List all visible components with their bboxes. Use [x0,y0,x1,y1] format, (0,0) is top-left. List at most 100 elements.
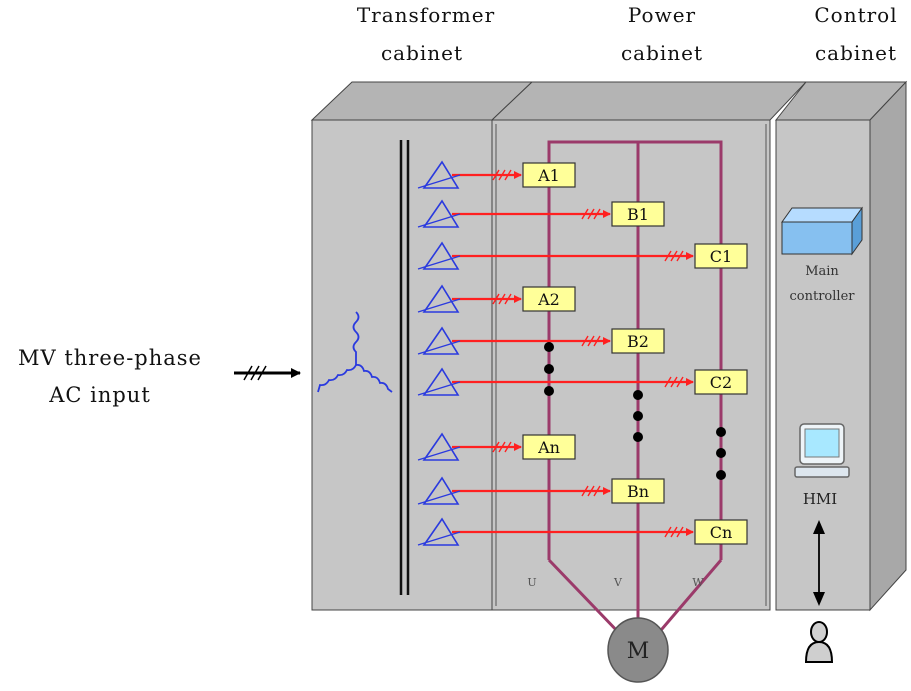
feed-line-phase-mark [498,441,506,453]
feed-line-phase-mark [670,526,678,538]
ellipsis-dot [544,342,554,352]
cell-feed-lines [452,169,694,538]
primary-star-winding [317,311,393,393]
user-icon [804,621,834,663]
delta-winding-icon [422,241,460,270]
feed-line-phase-mark [664,526,672,538]
power-cabinet-title-line1: Power [628,3,696,27]
control-cabinet-title-line2: cabinet [815,41,897,65]
main-controller-label-line2: controller [790,289,856,304]
main-controller-label-line1: Main [805,264,839,279]
feed-line-phase-mark [581,335,589,347]
power-cell-box [611,328,665,354]
ellipsis-dot [633,411,643,421]
ellipsis-dot [716,448,726,458]
control-cabinet-side [869,80,907,612]
feed-line-phase-mark [504,169,512,181]
input-label-line1: MV three-phase [18,346,202,370]
phase-label-w: W [692,576,704,589]
bus-frame [547,140,723,560]
power-cell-box [611,478,665,504]
ellipsis-dot [633,432,643,442]
feed-line-phase-mark [587,208,595,220]
power-cell-label: A1 [537,166,560,185]
feed-line-phase-mark [664,250,672,262]
motor-body [607,617,669,683]
delta-winding-tap [417,174,461,189]
delta-winding-icon [422,367,460,396]
bus-u-to-motor [547,558,624,638]
feed-line-phase-mark [504,441,512,453]
delta-winding-tap [417,531,461,546]
delta-winding-tap [417,490,461,505]
hmi-icon [794,423,850,478]
power-cell-label: B1 [627,205,649,224]
motor-label: M [627,639,650,664]
delta-winding-icon [422,432,460,461]
delta-winding-icon [422,326,460,355]
power-cell-label: A2 [537,290,560,309]
power-cell-box [522,162,576,188]
control-cabinet-title-line1: Control [814,3,897,27]
delta-winding-tap [417,298,461,313]
delta-winding-tap [417,340,461,355]
feed-line-phase-mark [498,169,506,181]
power-cell-label: C1 [710,247,732,266]
power-cell-label: C2 [710,373,732,392]
feed-line-phase-mark [587,335,595,347]
feed-line-phase-mark [492,293,500,305]
control-cabinet [774,80,908,612]
feed-line-phase-mark [670,376,678,388]
ellipsis-dots [544,342,726,480]
delta-winding-icon [422,160,460,189]
main-controller-icon [781,221,853,255]
transformer-cabinet-title-line1: Transformer [357,3,495,27]
delta-winding-icon [422,284,460,313]
ellipsis-dot [716,427,726,437]
feed-line-phase-mark [676,376,684,388]
feed-line-phase-mark [504,293,512,305]
delta-winding-icon [422,517,460,546]
phase-label-v: V [613,576,623,589]
delta-winding-tap [417,255,461,270]
feed-line-phase-mark [581,208,589,220]
power-cell-box [611,201,665,227]
main-controller [781,206,863,256]
feed-line-phase-mark [670,250,678,262]
feed-line-phase-mark [587,485,595,497]
delta-winding-tap [417,381,461,396]
power-cell-box [694,519,748,545]
power-cell-label: B2 [627,332,649,351]
ellipsis-dot [544,364,554,374]
delta-winding-icon [422,476,460,505]
feed-line-phase-mark [664,376,672,388]
power-cabinet-top [490,81,808,121]
control-cabinet-front [775,119,871,611]
feed-line-phase-mark [581,485,589,497]
hmi-label: HMI [803,490,837,508]
feed-line-phase-mark [492,169,500,181]
power-cell-label: An [537,438,560,457]
power-cell-box [694,369,748,395]
secondary-windings [417,160,461,546]
power-cell-box [694,243,748,269]
feed-line-phase-mark [676,526,684,538]
power-cell-box [522,434,576,460]
power-cell-label: Cn [710,523,733,542]
power-cell-label: Bn [627,482,649,501]
delta-winding-tap [417,213,461,228]
feed-line-phase-mark [593,208,601,220]
motor: M [607,617,669,683]
feed-line-phase-mark [676,250,684,262]
input-label-line2: AC input [48,383,151,407]
phase-label-u: U [527,576,536,589]
feed-line-phase-mark [492,441,500,453]
ellipsis-dot [544,386,554,396]
delta-winding-icon [422,199,460,228]
feed-line-phase-mark [498,293,506,305]
bus-w-to-motor [654,559,723,637]
delta-winding-tap [417,446,461,461]
